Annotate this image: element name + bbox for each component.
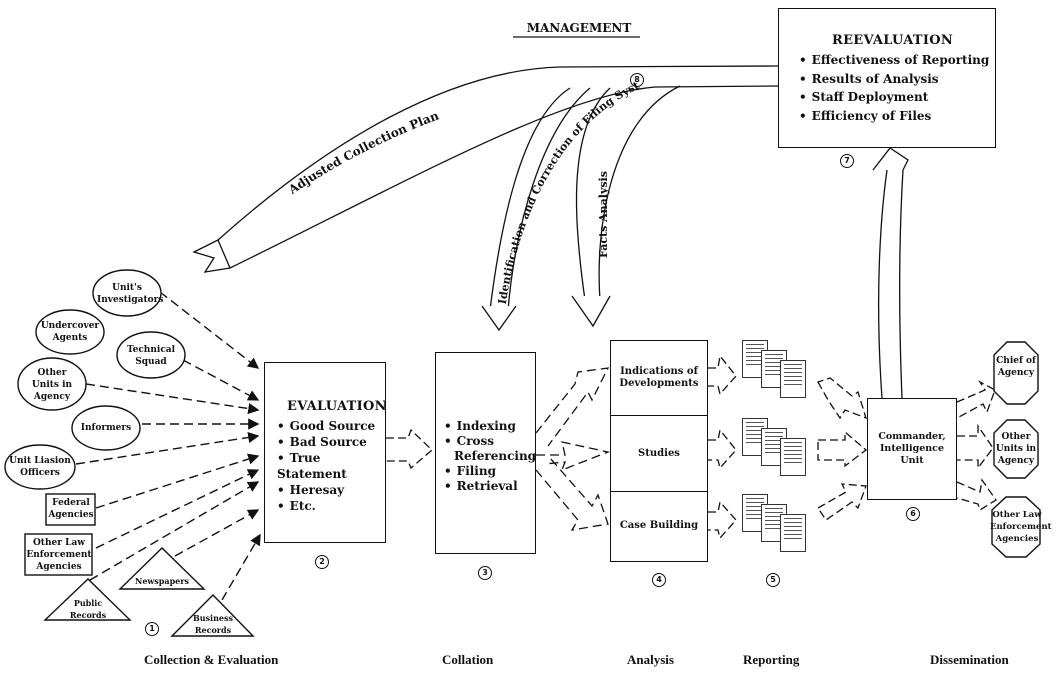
reporting-to-commander-arrows bbox=[817, 377, 868, 521]
commander-to-reevaluation-arrow bbox=[872, 147, 909, 399]
source-oval-units-investigators bbox=[92, 269, 162, 317]
report-document-icon bbox=[780, 360, 806, 398]
analysis-box: Indications of Developments Studies Case… bbox=[610, 340, 708, 562]
adjusted-collection-plan-arrowhead bbox=[192, 239, 231, 273]
step-8-marker: 8 bbox=[630, 73, 644, 87]
report-document-icon bbox=[780, 438, 806, 476]
report-document-icon bbox=[780, 514, 806, 552]
label-public-records: Public Records bbox=[69, 598, 107, 620]
reevaluation-item: Effectiveness of Reporting bbox=[799, 51, 995, 70]
label-informers: Informers bbox=[80, 423, 132, 433]
step-2-marker: 2 bbox=[315, 555, 329, 569]
feedback-trunk bbox=[217, 65, 779, 269]
evaluation-list: Good Source Bad Source True Statement He… bbox=[277, 418, 385, 514]
reevaluation-title: REEVALUATION bbox=[832, 33, 954, 48]
reevaluation-item: Staff Deployment bbox=[799, 88, 995, 107]
collation-item: Filing bbox=[444, 464, 535, 479]
label-other-law-enforcement: Other Law Enforcement Agencies bbox=[26, 538, 92, 572]
source-oval-other-units bbox=[17, 357, 87, 411]
target-chief-of-agency bbox=[993, 341, 1039, 405]
reevaluation-list: Effectiveness of Reporting Results of An… bbox=[799, 51, 995, 125]
evaluation-item: True Statement bbox=[277, 450, 385, 482]
reevaluation-item: Efficiency of Files bbox=[799, 107, 995, 126]
stage-reporting: Reporting bbox=[743, 652, 800, 667]
filing-correction-arrow bbox=[481, 87, 591, 332]
label-liaison-officers: Unit Liasion Officers bbox=[9, 456, 71, 478]
target-other-units bbox=[993, 419, 1039, 479]
label-other-units-in-agency: Other Units in Agency bbox=[31, 368, 73, 402]
commander-label: Commander, Intelligence Unit bbox=[878, 431, 946, 466]
stage-collection-evaluation: Collection & Evaluation bbox=[144, 652, 279, 667]
collation-to-analysis-arrows bbox=[535, 367, 611, 531]
evaluation-item: Good Source bbox=[277, 418, 385, 434]
evaluation-box: EVALUATION Good Source Bad Source True S… bbox=[264, 362, 386, 543]
commander-to-dissemination-arrows bbox=[956, 380, 997, 511]
source-oval-undercover-agents bbox=[35, 309, 105, 355]
label-federal-agencies: Federal Agencies bbox=[48, 498, 94, 520]
label-other-law-enforcement-agencies: Other Law Enforcement Agencies bbox=[990, 510, 1052, 544]
collation-item: Retrieval bbox=[444, 479, 535, 494]
reevaluation-box: REEVALUATION Effectiveness of Reporting … bbox=[778, 8, 996, 148]
label-other-units-agency: Other Units in Agency bbox=[995, 432, 1037, 466]
source-oval-liaison-officers bbox=[4, 444, 76, 490]
stage-dissemination: Dissemination bbox=[930, 652, 1009, 667]
stage-collation: Collation bbox=[442, 652, 494, 667]
collation-box: Indexing Cross Referencing Filing Retrie… bbox=[435, 352, 536, 554]
collation-list: Indexing Cross Referencing Filing Retrie… bbox=[444, 419, 536, 494]
step-5-marker: 5 bbox=[766, 573, 780, 587]
analysis-cell-developments: Indications of Developments bbox=[611, 341, 707, 416]
stage-analysis: Analysis bbox=[627, 652, 674, 667]
step-6-marker: 6 bbox=[906, 507, 920, 521]
target-other-law-enforcement bbox=[991, 496, 1041, 558]
source-triangle-business-records bbox=[170, 594, 255, 637]
step-3-marker: 3 bbox=[478, 566, 492, 580]
source-triangle-public-records bbox=[43, 578, 132, 621]
label-undercover-agents: Undercover Agents bbox=[40, 321, 100, 343]
evaluation-to-collation-arrow bbox=[386, 428, 433, 470]
analysis-cell-studies: Studies bbox=[611, 416, 707, 492]
evaluation-item: Bad Source bbox=[277, 434, 385, 450]
adjusted-collection-plan-label: Adjusted Collection Plan bbox=[285, 108, 441, 197]
source-oval-technical-squad bbox=[116, 331, 186, 379]
evaluation-item: Etc. bbox=[277, 498, 385, 514]
source-oval-informers bbox=[71, 405, 141, 451]
step-1-marker: 1 bbox=[145, 622, 159, 636]
step-4-marker: 4 bbox=[652, 573, 666, 587]
facts-analysis-label: Facts Analysis bbox=[597, 171, 610, 258]
analysis-cell-case-building: Case Building bbox=[619, 520, 699, 531]
step-7-marker: 7 bbox=[840, 154, 854, 168]
source-rect-federal-agencies bbox=[45, 493, 96, 526]
evaluation-title: EVALUATION bbox=[287, 399, 387, 414]
source-triangle-newspapers bbox=[118, 547, 206, 590]
collation-item: Cross Referencing bbox=[444, 434, 536, 464]
label-technical-squad: Technical Squad bbox=[126, 345, 176, 367]
reevaluation-item: Results of Analysis bbox=[799, 70, 995, 89]
label-chief-of-agency: Chief of Agency bbox=[996, 356, 1036, 378]
evaluation-item: Heresay bbox=[277, 482, 385, 498]
analysis-to-reporting-arrows bbox=[708, 354, 737, 540]
facts-analysis-arrow bbox=[571, 85, 681, 328]
commander-box: Commander, Intelligence Unit bbox=[867, 398, 957, 500]
source-rect-other-law-enforcement bbox=[24, 533, 93, 576]
source-arrows bbox=[75, 291, 261, 613]
label-newspapers: Newspapers bbox=[135, 576, 189, 586]
label-units-investigators: Unit's Investigators bbox=[97, 283, 164, 305]
management-heading: MANAGEMENT bbox=[526, 21, 632, 35]
collation-item: Indexing bbox=[444, 419, 535, 434]
label-business-records: Business Records bbox=[192, 613, 234, 635]
